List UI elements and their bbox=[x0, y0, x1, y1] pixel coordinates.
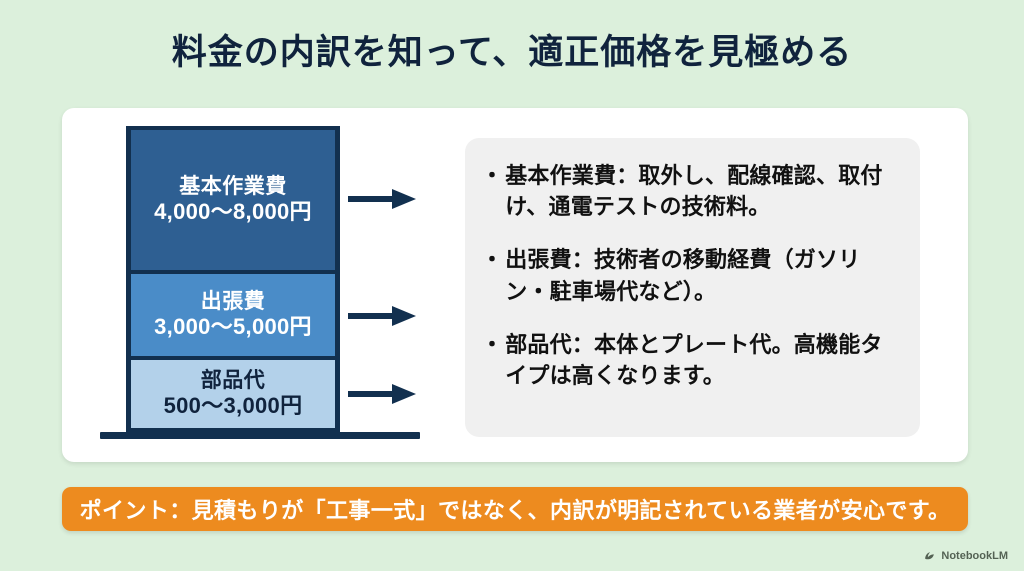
bullet-icon: ・ bbox=[481, 331, 504, 357]
note-text: 基本作業費：取外し、配線確認、取付け、通電テストの技術料。 bbox=[505, 163, 883, 220]
watermark-label: NotebookLM bbox=[941, 549, 1008, 562]
cost-notes-panel: ・ 基本作業費：取外し、配線確認、取付け、通電テストの技術料。 ・ 出張費：技術… bbox=[465, 138, 920, 437]
segment-value: 3,000〜5,000円 bbox=[154, 314, 312, 340]
segment-label: 部品代 bbox=[200, 368, 266, 392]
segment-value: 4,000〜8,000円 bbox=[154, 199, 312, 225]
note-item-travel-fee: ・ 出張費：技術者の移動経費（ガソリン・駐車場代など）。 bbox=[481, 244, 900, 306]
arrow-icon-parts-fee bbox=[348, 384, 418, 404]
note-text: 部品代：本体とプレート代。高機能タイプは高くなります。 bbox=[505, 331, 883, 389]
cost-breakdown-chart: 基本作業費 4,000〜8,000円 出張費 3,000〜5,000円 部品代 … bbox=[100, 126, 440, 446]
bar-segment-basic-work-fee: 基本作業費 4,000〜8,000円 bbox=[131, 126, 335, 274]
note-text: 出張費：技術者の移動経費（ガソリン・駐車場代など）。 bbox=[505, 247, 861, 304]
bar-segment-travel-fee: 出張費 3,000〜5,000円 bbox=[131, 274, 335, 360]
chart-baseline-axis bbox=[100, 432, 420, 439]
bullet-icon: ・ bbox=[481, 247, 504, 273]
segment-value: 500〜3,000円 bbox=[163, 393, 303, 419]
note-item-parts-fee: ・ 部品代：本体とプレート代。高機能タイプは高くなります。 bbox=[481, 329, 900, 391]
arrow-icon-travel-fee bbox=[348, 306, 418, 326]
note-item-basic-work-fee: ・ 基本作業費：取外し、配線確認、取付け、通電テストの技術料。 bbox=[481, 160, 900, 222]
segment-label: 出張費 bbox=[200, 289, 266, 313]
point-banner: ポイント：見積もりが「工事一式」ではなく、内訳が明記されている業者が安心です。 bbox=[62, 487, 968, 531]
arrow-icon-basic-work-fee bbox=[348, 189, 418, 209]
notebooklm-logo-icon bbox=[923, 549, 936, 562]
bar-segment-parts-fee: 部品代 500〜3,000円 bbox=[131, 360, 335, 432]
watermark: NotebookLM bbox=[923, 549, 1008, 562]
point-banner-text: ポイント：見積もりが「工事一式」ではなく、内訳が明記されている業者が安心です。 bbox=[79, 498, 951, 523]
stacked-bar: 基本作業費 4,000〜8,000円 出張費 3,000〜5,000円 部品代 … bbox=[126, 126, 340, 432]
bullet-icon: ・ bbox=[481, 163, 504, 188]
segment-label: 基本作業費 bbox=[179, 174, 287, 198]
page-title: 料金の内訳を知って、適正価格を見極める bbox=[171, 33, 853, 72]
content-card: 基本作業費 4,000〜8,000円 出張費 3,000〜5,000円 部品代 … bbox=[62, 108, 968, 462]
